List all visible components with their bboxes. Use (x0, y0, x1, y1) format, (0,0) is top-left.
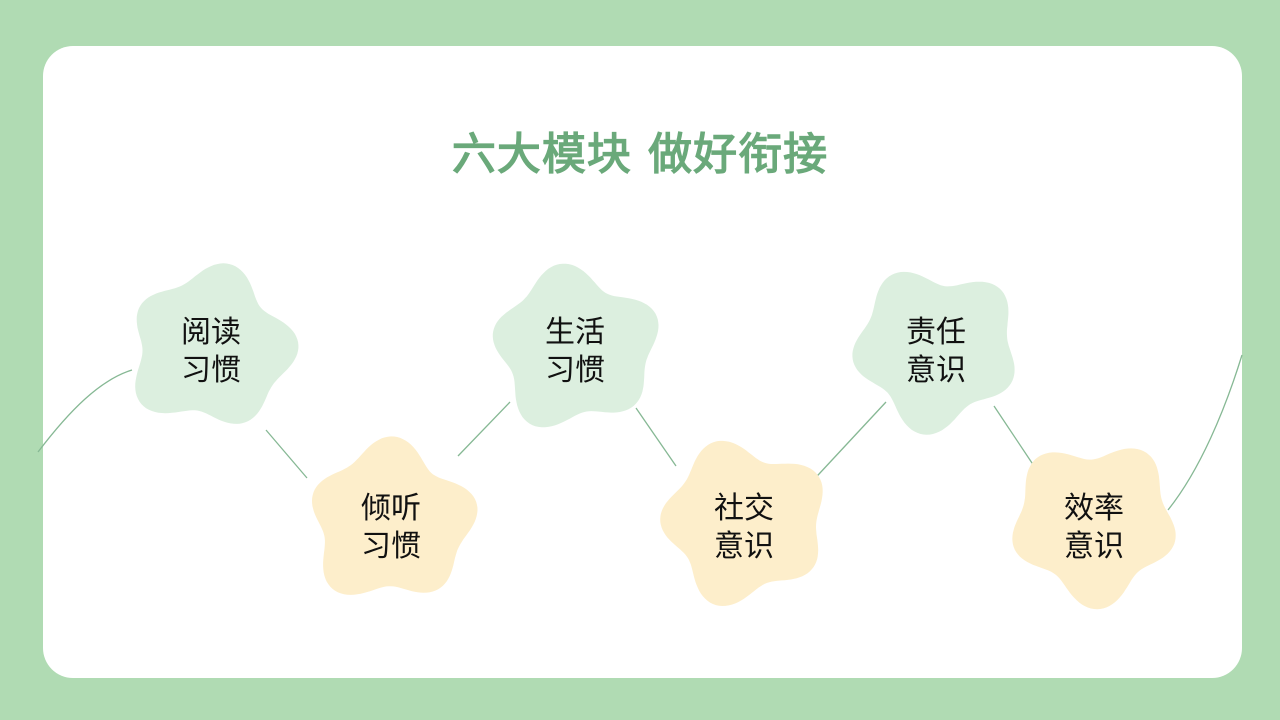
module-label-4: 社交 意识 (684, 490, 804, 566)
module-3-line2: 习惯 (545, 353, 605, 388)
page-title: 六大模块 做好衔接 (451, 129, 829, 180)
module-label-3: 生活 习惯 (515, 314, 635, 390)
module-blob-5 (852, 271, 1015, 435)
connector-line-6 (993, 405, 1035, 467)
module-label-2: 倾听 习惯 (331, 490, 451, 566)
connector-line-4 (635, 407, 677, 467)
module-blob-1 (135, 263, 299, 424)
connector-line-7 (1167, 354, 1243, 511)
module-5-line2: 意识 (906, 353, 966, 388)
module-3-line1: 生活 (545, 315, 605, 350)
module-blob-4 (660, 440, 823, 606)
module-blobs (135, 263, 1176, 610)
module-label-6: 效率 意识 (1034, 490, 1154, 566)
module-blob-6 (1012, 448, 1176, 610)
module-blob-3 (492, 263, 659, 428)
module-2-line1: 倾听 (361, 491, 421, 526)
connector-line-3 (457, 401, 511, 457)
module-4-line1: 社交 (714, 491, 774, 526)
module-label-1: 阅读 习惯 (151, 314, 271, 390)
module-2-line2: 习惯 (361, 529, 421, 564)
connector-line-1 (37, 369, 133, 453)
module-6-line2: 意识 (1064, 529, 1124, 564)
module-6-line1: 效率 (1064, 491, 1124, 526)
module-1-line2: 习惯 (181, 353, 241, 388)
module-blob-2 (312, 436, 478, 595)
connector-line-5 (805, 401, 887, 489)
connector-line-2 (265, 429, 308, 479)
module-label-5: 责任 意识 (876, 314, 996, 390)
connector-lines (37, 354, 1243, 511)
module-1-line1: 阅读 (181, 315, 241, 350)
module-5-line1: 责任 (906, 315, 966, 350)
module-4-line2: 意识 (714, 529, 774, 564)
